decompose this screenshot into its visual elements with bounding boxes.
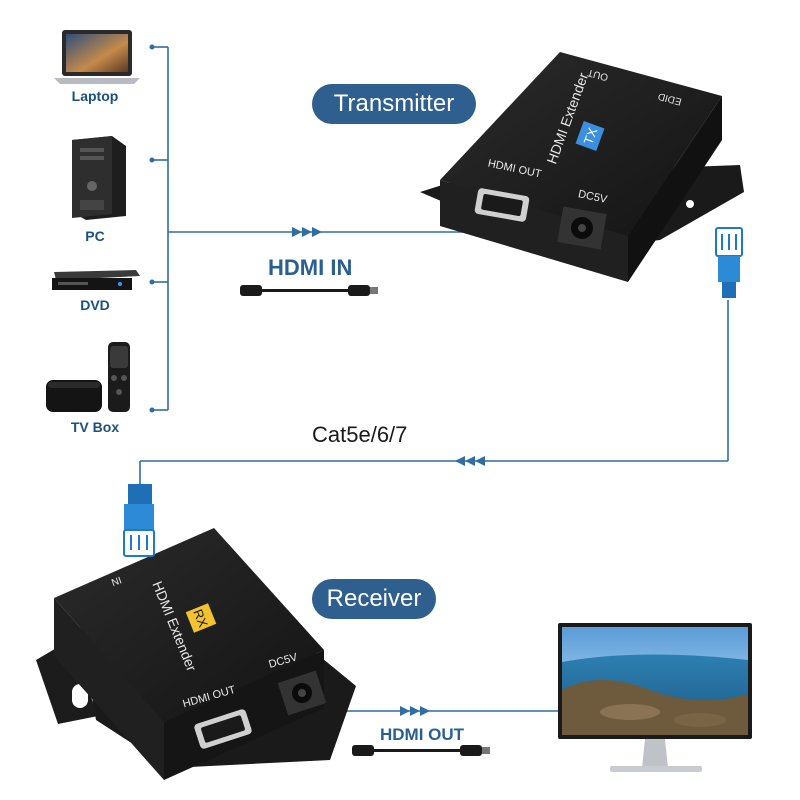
network-cable-label: Cat5e/6/7 bbox=[312, 422, 408, 447]
transmitter-badge: TX bbox=[581, 125, 601, 146]
monitor-icon bbox=[558, 623, 752, 772]
transmitter-port-out: OUT bbox=[586, 66, 609, 82]
bus-dots bbox=[149, 44, 155, 413]
rj45-plug-tx-icon bbox=[715, 227, 743, 298]
source-label-pc: PC bbox=[85, 228, 105, 244]
hdmi-in-arrows bbox=[292, 227, 322, 237]
rj45-plug-rx-icon bbox=[123, 484, 155, 557]
receiver-badge: RX bbox=[190, 607, 211, 630]
hdmi-in-cable-icon bbox=[240, 285, 378, 296]
transmitter-title: Transmitter bbox=[312, 84, 476, 124]
hdmi-out-label: HDMI OUT bbox=[380, 725, 465, 744]
tv-box-icon bbox=[46, 342, 130, 412]
network-arrows bbox=[455, 456, 485, 466]
hdmi-out-arrows bbox=[400, 706, 430, 716]
desktop-tower-icon bbox=[72, 136, 126, 220]
transmitter-device bbox=[420, 52, 744, 282]
laptop-icon bbox=[54, 30, 140, 84]
hdmi-out-cable-icon bbox=[352, 745, 490, 756]
receiver-title: Receiver bbox=[312, 579, 436, 619]
source-label-tv-box: TV Box bbox=[70, 419, 120, 435]
source-bus bbox=[139, 46, 729, 712]
source-label-laptop: Laptop bbox=[71, 88, 119, 104]
hdmi-in-label: HDMI IN bbox=[268, 255, 353, 280]
receiver-device bbox=[32, 528, 356, 780]
dvd-player-icon bbox=[52, 270, 140, 290]
receiver-port-in: IN bbox=[110, 574, 123, 588]
source-label-dvd: DVD bbox=[80, 297, 110, 313]
